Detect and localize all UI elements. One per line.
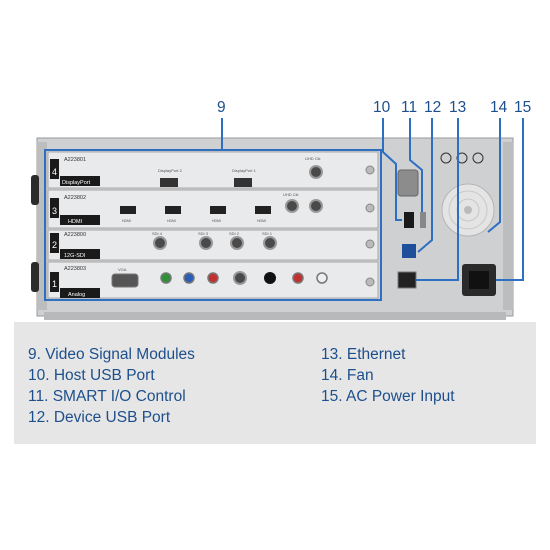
- module-card-1: 1 A223803 Analog VGA: [47, 261, 379, 299]
- clock-bnc-3a: [285, 199, 299, 213]
- rca-blue: [183, 272, 195, 284]
- clock-bnc-4: [309, 165, 323, 179]
- legend-item-13: 13. Ethernet: [321, 346, 406, 363]
- vga-label: VGA: [118, 267, 127, 272]
- handle-left-top: [31, 175, 39, 205]
- hdmi-port-4: [255, 206, 271, 214]
- sdi-3-bnc: [199, 236, 213, 250]
- module-card-3: 3 A223802 HDMI HDMI HDMI HDMI HDMI UHD C…: [47, 189, 379, 229]
- legend-item-9: 9. Video Signal Modules: [28, 346, 195, 363]
- serial-db9-port: [397, 169, 419, 197]
- clock-bnc-3b: [309, 199, 323, 213]
- hdmi-port-3: [210, 206, 226, 214]
- sdi-3-label: SDI 3: [198, 231, 209, 236]
- module-1-name: Analog: [68, 292, 85, 298]
- chassis-side-right: [503, 142, 513, 310]
- module-4-name: DisplayPort: [62, 180, 91, 186]
- sdi-2-bnc: [230, 236, 244, 250]
- sdi-2-label: SDI 2: [229, 231, 240, 236]
- sdi-4-label: SDI 4: [152, 231, 163, 236]
- hdmi-port-2: [165, 206, 181, 214]
- hdmi-port-1: [120, 206, 136, 214]
- handle-left-bottom: [31, 262, 39, 292]
- module-4-model: A223801: [64, 157, 86, 163]
- hdmi-port-2-label: HDMI: [167, 219, 176, 223]
- rca-red-audio: [292, 272, 304, 284]
- analog-bnc: [233, 271, 247, 285]
- module-card-2: 2 A223800 12G-SDI SDI 4 SDI 3 SDI 2 SDI …: [47, 229, 379, 261]
- sdi-1-bnc: [263, 236, 277, 250]
- legend-item-14: 14. Fan: [321, 367, 374, 384]
- module-3-name: HDMI: [68, 219, 83, 225]
- callout-14: 14: [490, 99, 508, 116]
- legend-item-15: 15. AC Power Input: [321, 388, 455, 405]
- fan-grille: [441, 183, 495, 237]
- module-2-slot: 2: [52, 240, 57, 250]
- callout-9: 9: [217, 99, 226, 116]
- sdi-4-bnc: [153, 236, 167, 250]
- displayport-1-label: DisplayPort 1: [232, 168, 257, 173]
- module-4-slot: 4: [52, 167, 57, 177]
- rca-green: [160, 272, 172, 284]
- ethernet-port: [397, 271, 417, 289]
- displayport-2-connector: [160, 178, 178, 187]
- legend-column-left: 9. Video Signal Modules 10. Host USB Por…: [28, 344, 195, 428]
- device-usb-port: [402, 244, 416, 258]
- legend-item-10: 10. Host USB Port: [28, 367, 155, 384]
- module-card-4: 4 A223801 DisplayPort DisplayPort 2 Disp…: [47, 151, 379, 189]
- rca-red: [207, 272, 219, 284]
- hdmi-port-4-label: HDMI: [257, 219, 266, 223]
- callout-15-line: [496, 118, 524, 281]
- chassis-side-left: [37, 142, 47, 310]
- ce-marks: [440, 152, 484, 164]
- rca-white-audio: [316, 272, 328, 284]
- callout-13: 13: [449, 99, 466, 116]
- analog-black-jack: [264, 272, 276, 284]
- callout-12: 12: [424, 99, 441, 116]
- screw-3: [365, 203, 375, 213]
- hdmi-port-1-label: HDMI: [122, 219, 131, 223]
- screw-2: [365, 239, 375, 249]
- callout-14-line: [487, 118, 501, 233]
- sdi-1-label: SDI 1: [262, 231, 273, 236]
- legend-item-12: 12. Device USB Port: [28, 409, 171, 426]
- module-1-slot: 1: [52, 279, 57, 289]
- legend-item-11: 11. SMART I/O Control: [28, 388, 186, 405]
- screw-4: [365, 165, 375, 175]
- module-3-extra: UHD Clk: [283, 192, 299, 197]
- callout-11-line: [409, 118, 423, 212]
- callout-15: 15: [514, 99, 531, 116]
- ac-power-inlet: [462, 264, 496, 296]
- smart-io-connector: [420, 212, 426, 228]
- host-usb-port: [404, 212, 414, 228]
- callout-13-line: [416, 118, 459, 281]
- module-2-name: 12G-SDI: [64, 253, 86, 259]
- module-2-model: A223800: [64, 232, 86, 238]
- displayport-2-label: DisplayPort 2: [158, 168, 183, 173]
- hdmi-port-3-label: HDMI: [212, 219, 221, 223]
- callout-12-line: [417, 118, 433, 253]
- modules-highlight-box: [44, 149, 382, 301]
- module-3-slot: 3: [52, 206, 57, 216]
- module-3-model: A223802: [64, 195, 86, 201]
- module-4-extra: UHD Clk: [305, 156, 321, 161]
- vga-connector: [111, 273, 139, 288]
- displayport-1-connector: [234, 178, 252, 187]
- chassis-bottom: [44, 312, 506, 320]
- legend-column-right: 13. Ethernet 14. Fan 15. AC Power Input: [321, 344, 455, 407]
- module-1-model: A223803: [64, 266, 86, 272]
- screw-1: [365, 277, 375, 287]
- callout-11: 11: [401, 99, 417, 116]
- callout-10: 10: [373, 99, 391, 116]
- legend-panel: 9. Video Signal Modules 10. Host USB Por…: [14, 322, 536, 444]
- callout-10-line: [382, 118, 402, 221]
